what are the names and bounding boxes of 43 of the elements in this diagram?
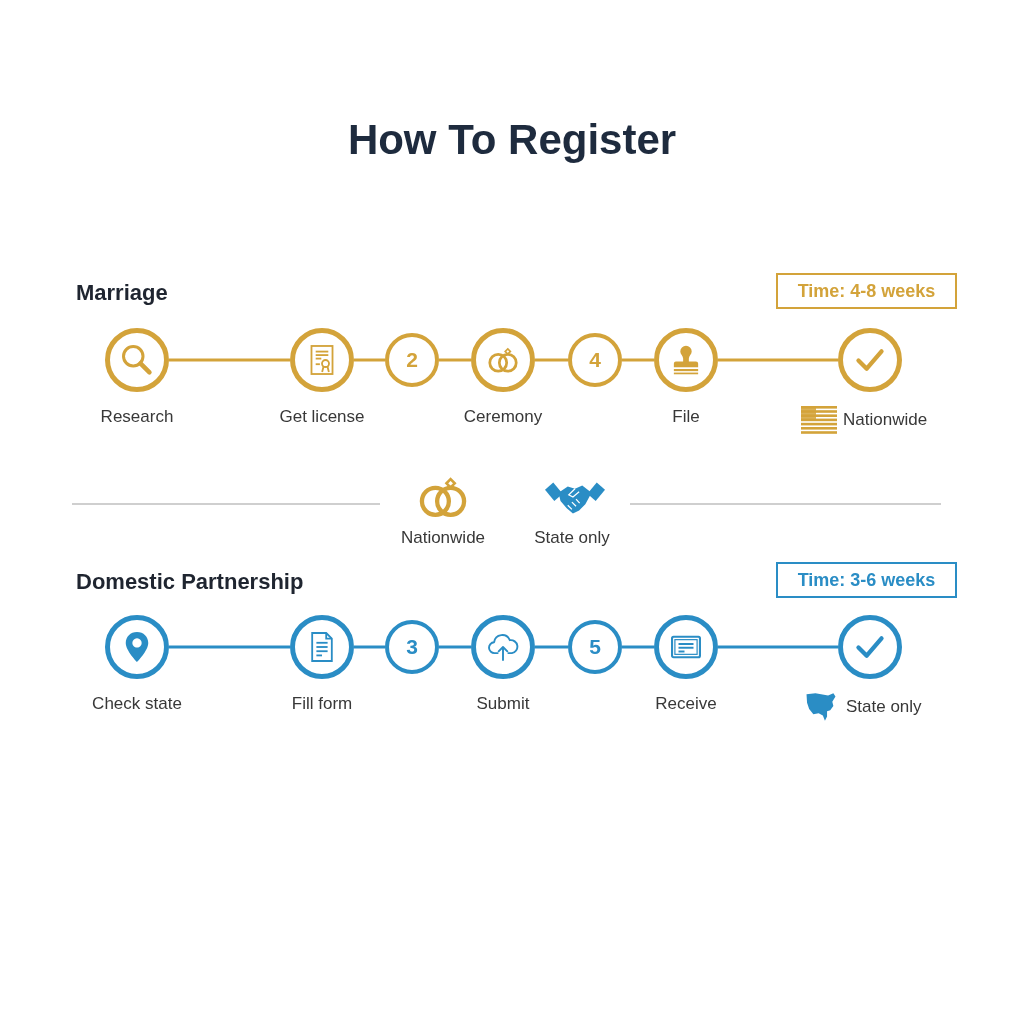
connector-line	[622, 645, 654, 649]
connector-line	[535, 645, 568, 649]
step-label: Submit	[475, 693, 531, 715]
step-circle	[471, 328, 535, 392]
connector-line	[439, 645, 471, 649]
step-number: 2	[385, 333, 439, 387]
step-number: 5	[568, 620, 622, 674]
scope-label: State only	[846, 696, 922, 718]
step-circle	[290, 328, 354, 392]
connector-line	[354, 645, 385, 649]
legend-label: State only	[533, 527, 611, 549]
step-label: Fill form	[290, 693, 354, 715]
duration-box: Time: 3-6 weeks	[776, 562, 957, 598]
connector-line	[169, 358, 290, 362]
step-circle	[838, 615, 902, 679]
step-number: 4	[568, 333, 622, 387]
connector-line	[718, 645, 838, 649]
step-label: Receive	[654, 693, 718, 715]
connector-line	[169, 645, 290, 649]
step-circle	[838, 328, 902, 392]
step-number: 3	[385, 620, 439, 674]
connector-line	[718, 358, 838, 362]
connector-line	[354, 358, 385, 362]
connector-line	[622, 358, 654, 362]
step-label: Get license	[278, 406, 366, 428]
step-circle	[654, 328, 718, 392]
step-circle	[290, 615, 354, 679]
connector-line	[439, 358, 471, 362]
section-heading: Domestic Partnership	[76, 569, 304, 595]
step-circle	[105, 328, 169, 392]
step-label: Ceremony	[462, 406, 544, 428]
step-circle	[105, 615, 169, 679]
step-circle	[471, 615, 535, 679]
step-label: Check state	[91, 693, 183, 715]
duration-box: Time: 4-8 weeks	[776, 273, 957, 309]
legend-label: Nationwide	[399, 527, 487, 549]
connector-line	[535, 358, 568, 362]
step-label: Research	[99, 406, 175, 428]
step-label: File	[671, 406, 701, 428]
section-heading: Marriage	[76, 280, 168, 306]
title: How To Register	[346, 116, 678, 164]
scope-label: Nationwide	[843, 409, 928, 431]
step-circle	[654, 615, 718, 679]
